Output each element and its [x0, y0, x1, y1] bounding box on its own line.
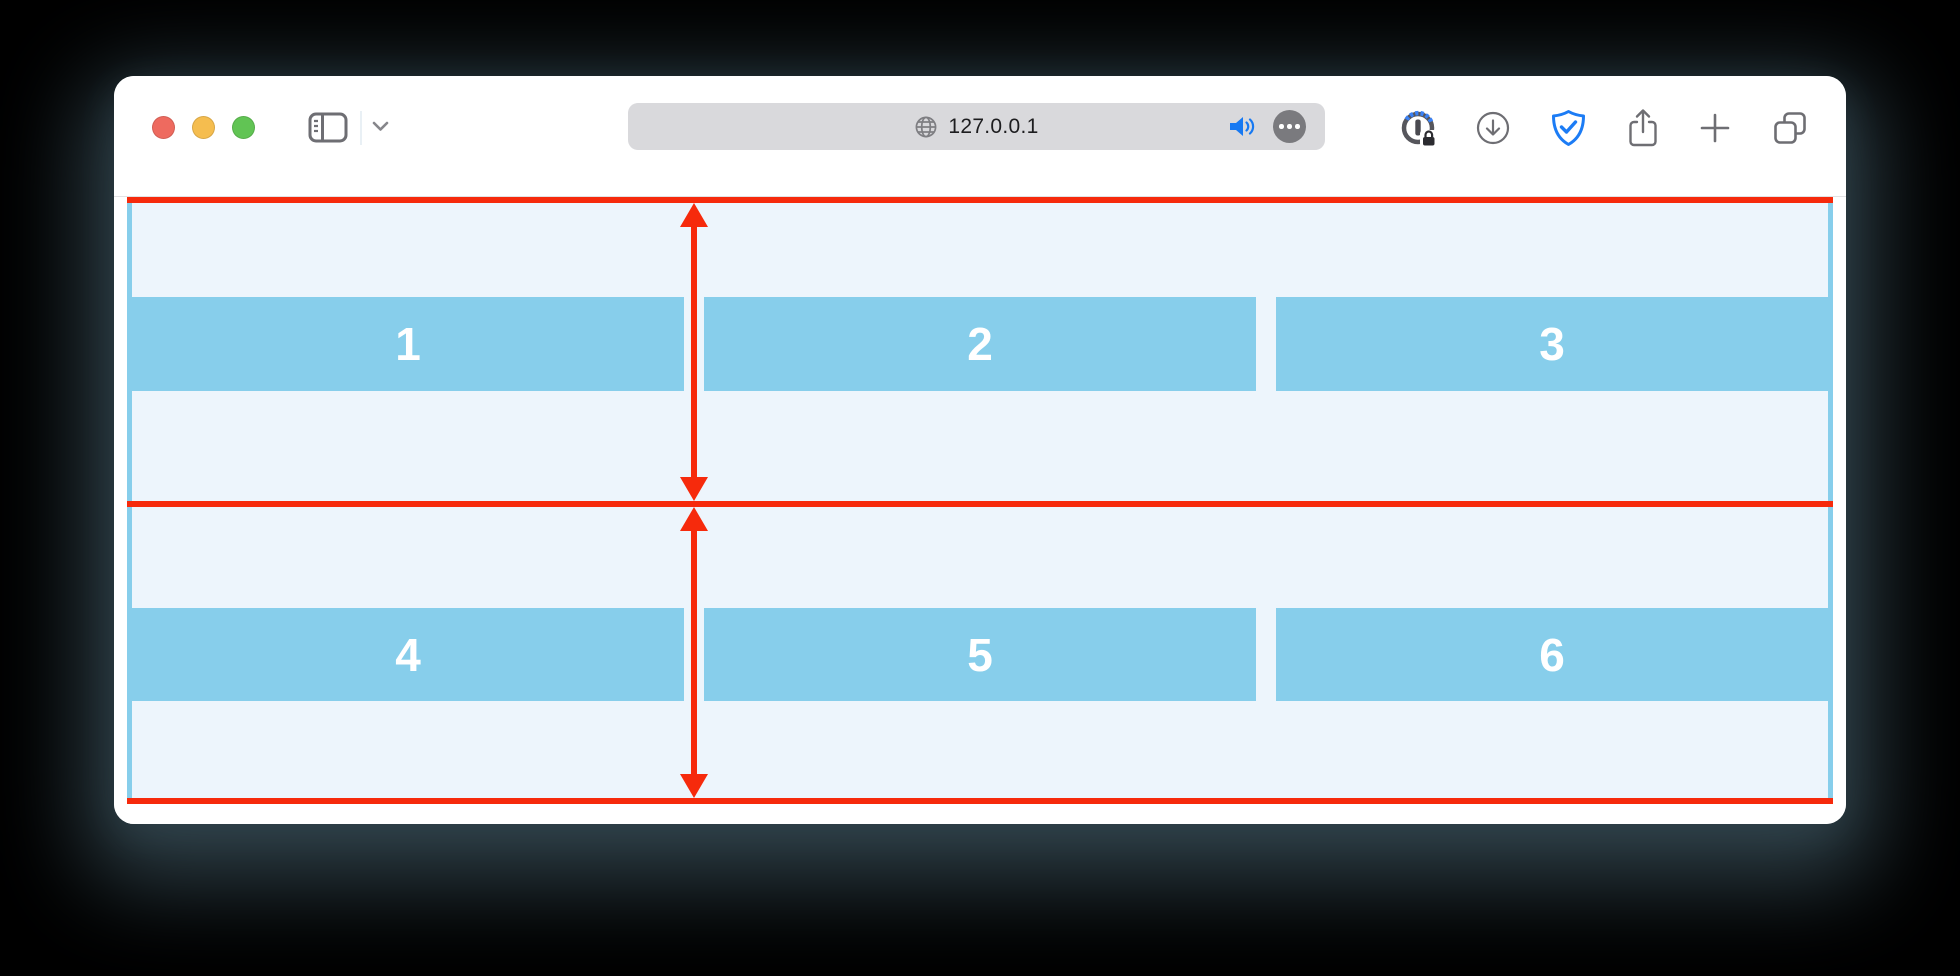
flex-box-3: 3 [1276, 297, 1828, 391]
page-options-button[interactable] [1273, 110, 1306, 143]
browser-window: 127.0.0.1 [114, 76, 1846, 824]
toolbar-divider [360, 111, 362, 145]
globe-icon [914, 115, 938, 139]
flex-row-2: 4 5 6 [132, 500, 1828, 800]
new-tab-plus-icon [1700, 113, 1730, 143]
audio-speaker-icon [1229, 115, 1256, 138]
flex-box-1: 1 [132, 297, 684, 391]
onepassword-extension-button[interactable] [1400, 110, 1438, 148]
sidebar-toggle-button[interactable] [308, 112, 348, 143]
tab-overview-button[interactable] [1772, 110, 1808, 146]
url-text: 127.0.0.1 [948, 114, 1039, 138]
mute-audio-button[interactable] [1229, 115, 1256, 138]
close-button[interactable] [152, 116, 175, 139]
flex-box-2: 2 [704, 297, 1256, 391]
row1-height-arrow-bottom-head [680, 477, 708, 501]
browser-toolbar: 127.0.0.1 [114, 76, 1846, 197]
address-bar[interactable]: 127.0.0.1 [628, 103, 1325, 150]
new-tab-button[interactable] [1700, 113, 1730, 143]
measure-line-bottom [127, 798, 1833, 804]
zoom-button[interactable] [232, 116, 255, 139]
onepassword-extension-icon [1400, 110, 1438, 148]
row1-height-arrow-stem [691, 219, 697, 485]
measure-line-top [127, 197, 1833, 203]
flex-row-1-boxes: 1 2 3 [132, 297, 1828, 391]
download-icon [1476, 111, 1510, 145]
flex-row-2-boxes: 4 5 6 [132, 608, 1828, 701]
flex-box-6: 6 [1276, 608, 1828, 701]
measure-line-middle [127, 501, 1833, 507]
downloads-button[interactable] [1476, 111, 1510, 145]
flex-box-4: 4 [132, 608, 684, 701]
sidebar-toggle-icon [308, 112, 348, 143]
page-viewport: 1 2 3 4 5 6 [114, 197, 1846, 824]
share-icon [1625, 108, 1661, 148]
content-blocker-button[interactable] [1550, 109, 1587, 147]
minimize-button[interactable] [192, 116, 215, 139]
flex-demo-container: 1 2 3 4 5 6 [127, 197, 1833, 800]
chevron-down-icon [372, 121, 389, 132]
tab-overview-icon [1772, 110, 1808, 146]
shield-check-icon [1550, 109, 1587, 147]
flex-box-5: 5 [704, 608, 1256, 701]
flex-row-1: 1 2 3 [132, 197, 1828, 500]
row2-height-arrow-stem [691, 523, 697, 782]
row2-height-arrow-bottom-head [680, 774, 708, 798]
ellipsis-icon [1279, 124, 1300, 129]
tab-group-dropdown-button[interactable] [372, 121, 389, 132]
share-button[interactable] [1625, 108, 1661, 148]
